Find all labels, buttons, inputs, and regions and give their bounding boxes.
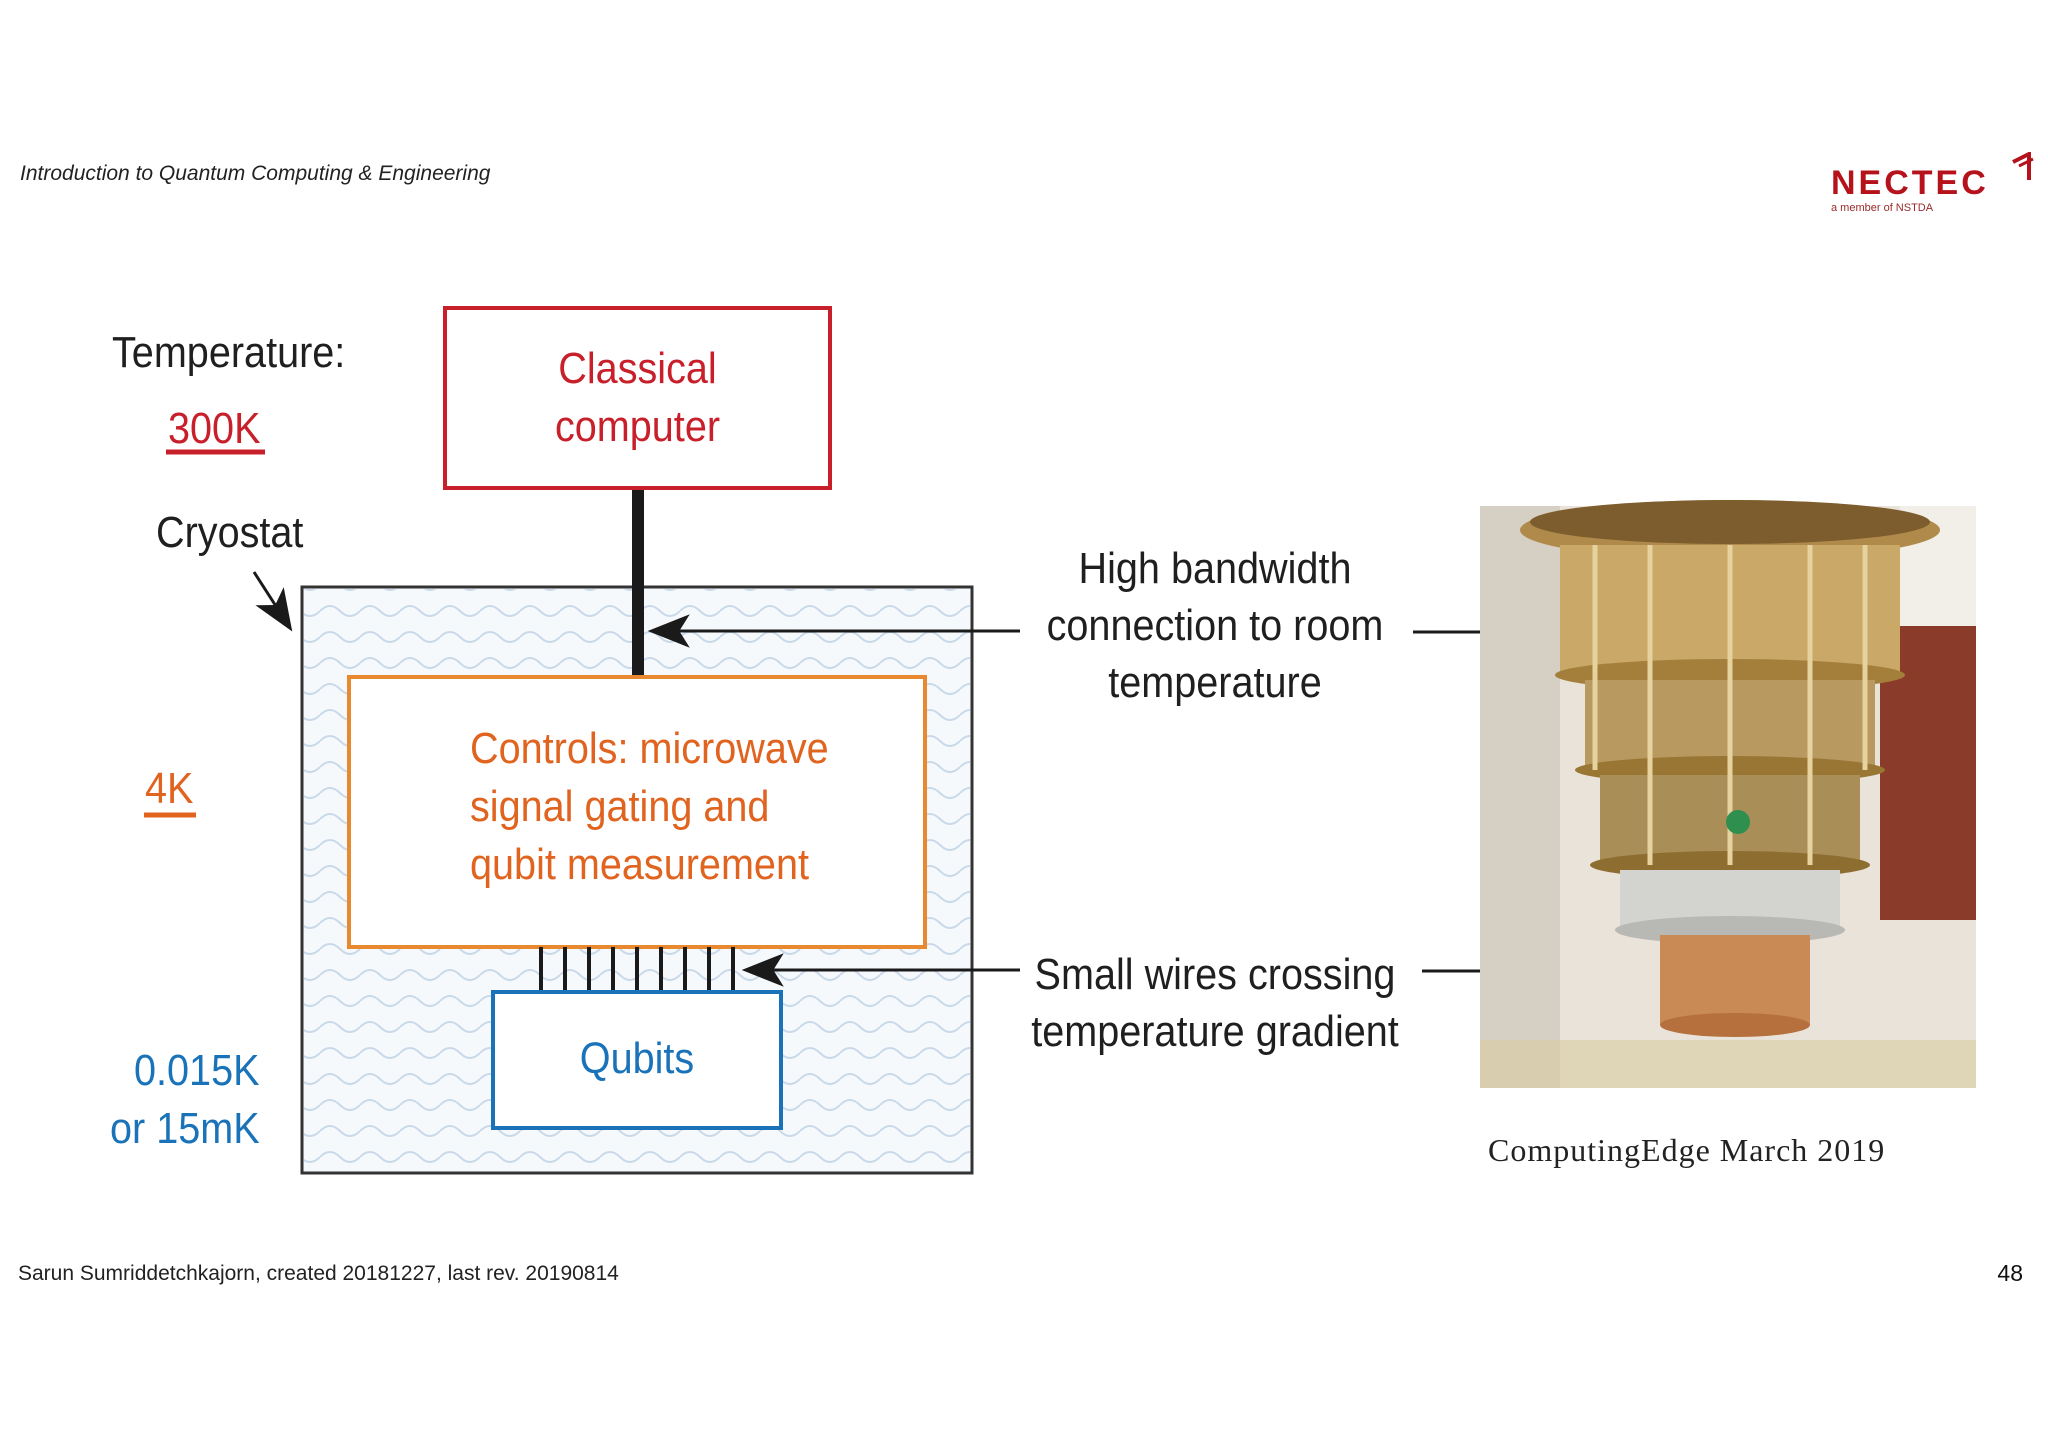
annotation-top-line-3: temperature	[1108, 658, 1322, 707]
nectec-logo: NECTEC a member of NSTDA	[1825, 148, 2045, 218]
controls-text: Controls: microwave signal gating and qu…	[470, 720, 830, 894]
qubits-box	[491, 990, 783, 1130]
annotation-small-wires: Small wires crossing temperature gradien…	[1013, 946, 1418, 1060]
classical-line-1: Classical	[558, 344, 717, 393]
temp-low-label-2: or 15mK	[110, 1104, 260, 1153]
classical-computer-text: Classical computer	[464, 340, 811, 456]
annotation-bottom-line-2: temperature gradient	[1031, 1007, 1399, 1056]
temperature-label: Temperature:	[112, 328, 346, 377]
controls-line-3: qubit measurement	[470, 840, 809, 889]
controls-box	[347, 675, 927, 949]
cryostat-label: Cryostat	[156, 508, 304, 557]
dilution-refrigerator-photo	[1480, 500, 1976, 1088]
annotation-top-line-1: High bandwidth	[1078, 544, 1352, 593]
course-title: Introduction to Quantum Computing & Engi…	[20, 162, 491, 185]
logo-tagline: a member of NSTDA	[1831, 202, 1934, 214]
controls-line-2: signal gating and	[470, 782, 770, 831]
page-number: 48	[1997, 1260, 2023, 1286]
temp-room-label: 300K	[168, 404, 261, 453]
qubits-text: Qubits	[579, 1034, 695, 1083]
controls-line-1: Controls: microwave	[470, 724, 829, 773]
temp-4k-label: 4K	[145, 764, 194, 813]
classical-computer-box	[443, 306, 832, 490]
classical-line-2: computer	[554, 402, 721, 451]
temp-low-label-1: 0.015K	[134, 1046, 260, 1095]
logo-name: NECTEC	[1831, 164, 1989, 202]
small-wires	[539, 947, 735, 992]
author-footer: Sarun Sumriddetchkajorn, created 2018122…	[18, 1262, 619, 1285]
cryostat-arrow	[252, 571, 293, 632]
photo-caption: ComputingEdge March 2019	[1488, 1132, 1886, 1168]
annotation-top-line-2: connection to room	[1046, 601, 1384, 650]
annotation-high-bandwidth: High bandwidth connection to room temper…	[1022, 540, 1409, 711]
logo-mark-icon	[2012, 152, 2034, 180]
annotation-bottom-line-1: Small wires crossing	[1034, 950, 1396, 999]
